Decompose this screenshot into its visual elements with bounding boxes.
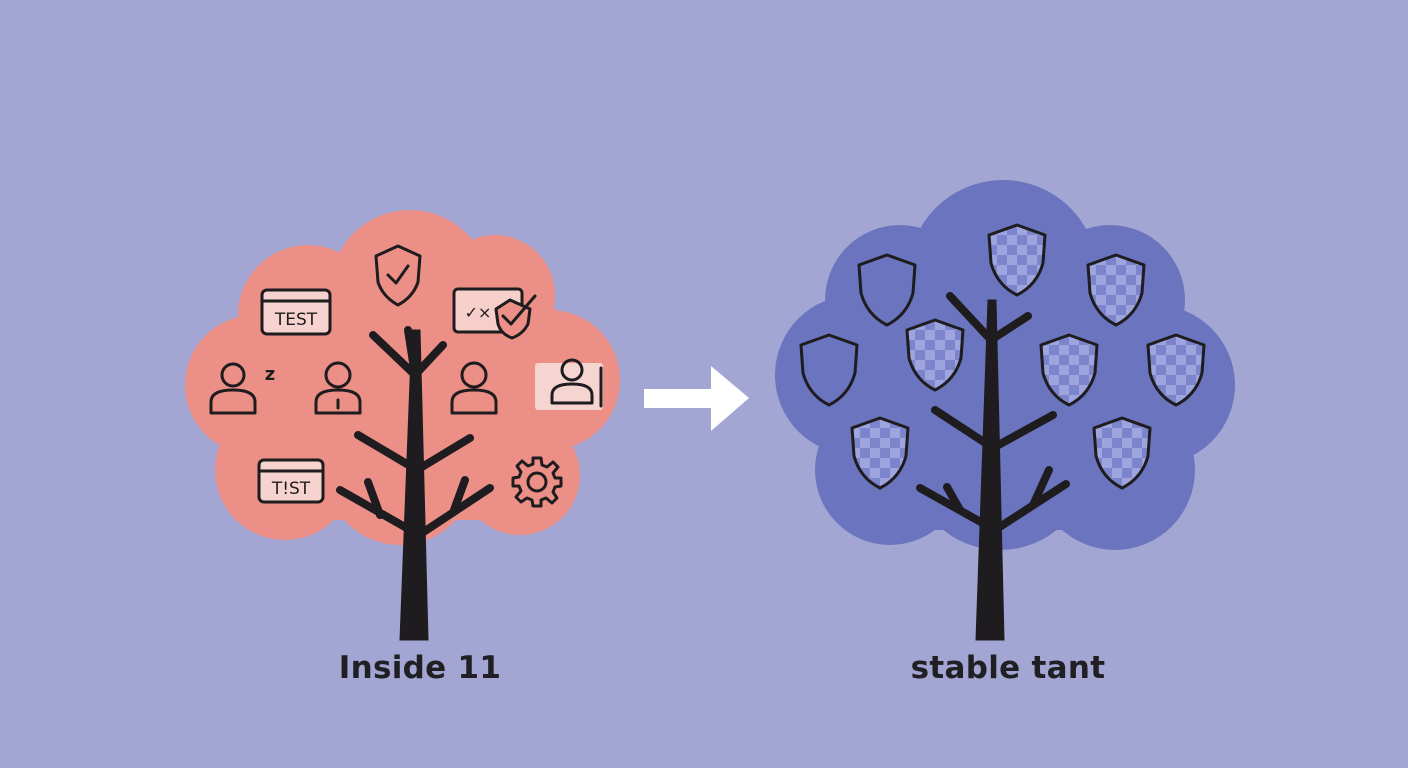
right-tree xyxy=(775,180,1235,641)
shield-icon xyxy=(1146,333,1206,407)
right-trunk xyxy=(916,292,1070,641)
shield-icon xyxy=(1092,416,1152,490)
user-icon xyxy=(314,361,362,415)
left-tree: TEST ✓× z xyxy=(185,210,620,641)
shield-icon xyxy=(905,318,965,392)
checklist-label: ✓× xyxy=(465,303,492,322)
left-tree-caption: Inside 11 xyxy=(338,650,502,686)
shield-icon xyxy=(1039,333,1099,407)
sleeping-user-icon: z xyxy=(209,362,275,415)
right-shields xyxy=(799,223,1206,490)
right-arrow-icon xyxy=(644,366,749,431)
shield-check-icon xyxy=(374,244,422,307)
shield-icon xyxy=(1086,253,1146,327)
shield-icon xyxy=(850,416,910,490)
right-tree-caption: stable tant xyxy=(910,650,1106,686)
sleep-label: z xyxy=(265,364,275,385)
shield-icon xyxy=(799,333,859,407)
shield-icon xyxy=(987,223,1047,297)
test-badge-label: TEST xyxy=(274,310,318,330)
test-badge-label-2: T!ST xyxy=(271,479,311,499)
user-icon xyxy=(450,361,498,415)
shield-icon xyxy=(857,253,917,327)
gear-icon xyxy=(511,456,563,508)
user-card-icon xyxy=(535,358,603,410)
test-badge-icon: T!ST xyxy=(257,458,325,504)
test-badge-icon: TEST xyxy=(260,288,332,336)
left-icons: TEST ✓× z xyxy=(209,244,603,508)
checklist-shield-icon: ✓× xyxy=(452,287,537,340)
left-trunk xyxy=(336,326,494,641)
